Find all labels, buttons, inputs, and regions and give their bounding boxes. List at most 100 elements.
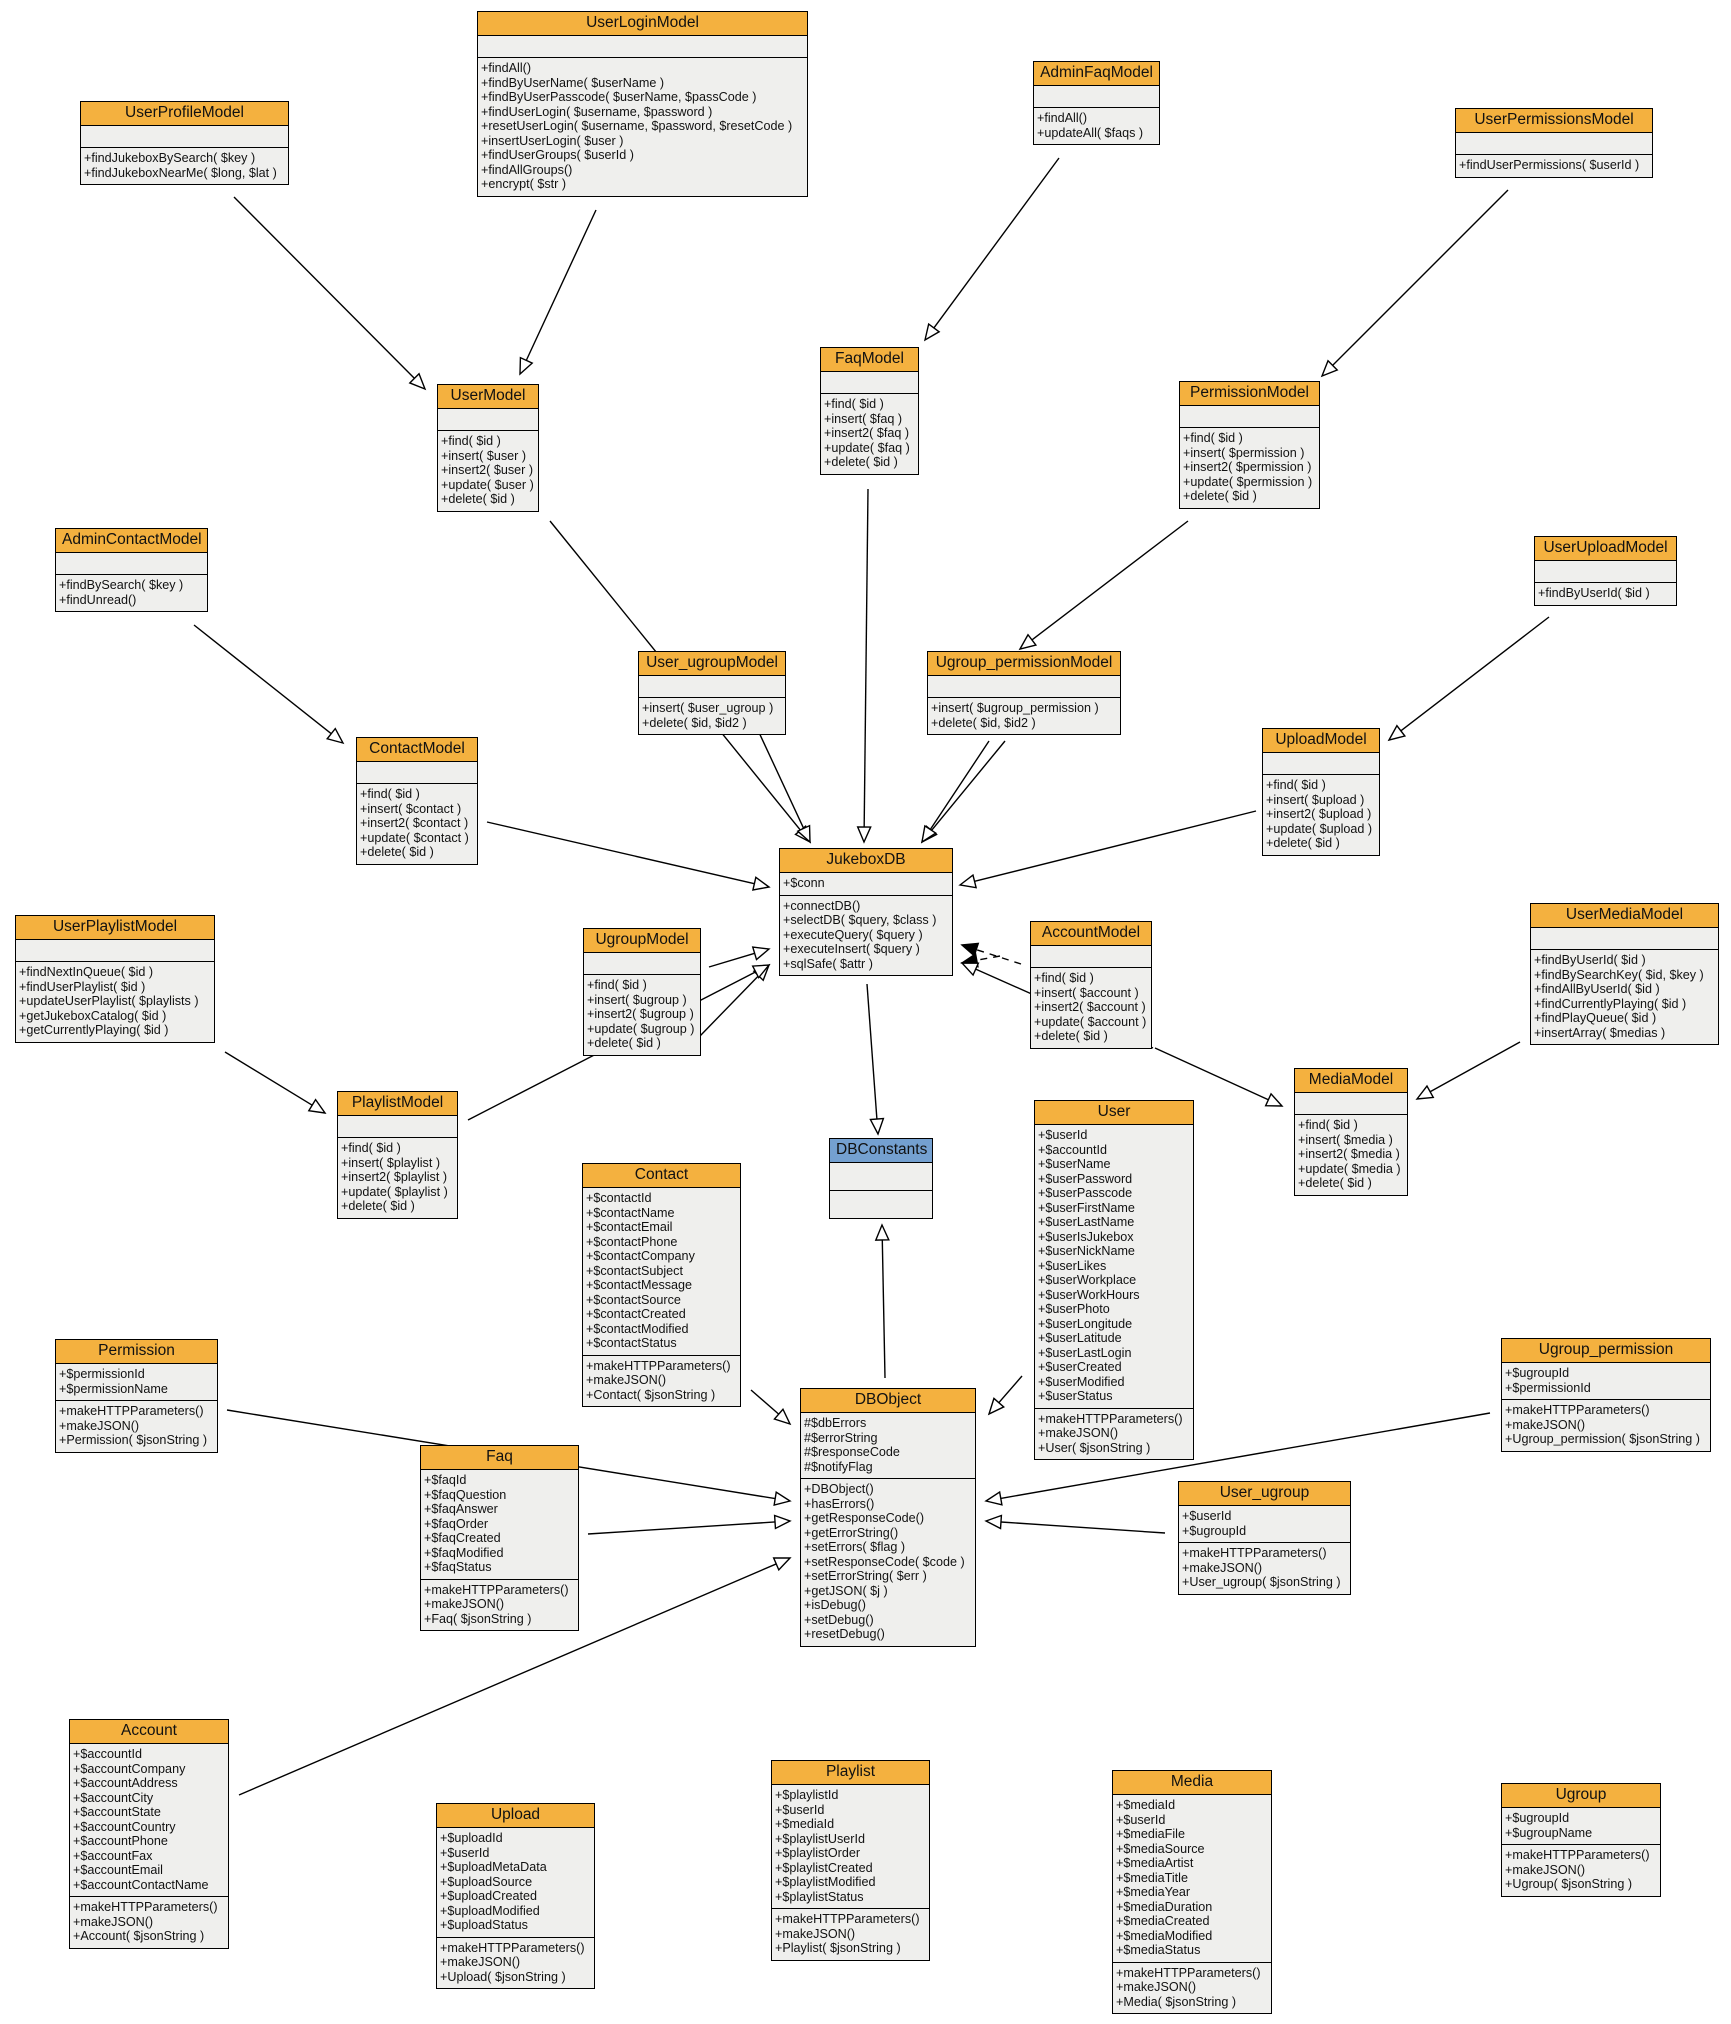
class-box-account: Account+$accountId+$accountCompany+$acco…: [69, 1719, 229, 1949]
attribute: +$userLastLogin: [1038, 1345, 1132, 1360]
class-box-user: User+$userId+$accountId+$userName+$userP…: [1034, 1100, 1194, 1460]
class-attributes: [16, 940, 214, 961]
method: +find( $id ): [587, 978, 647, 992]
method: +makeHTTPParameters(): [73, 1900, 218, 1914]
method: +resetUserLogin( $username, $password, $…: [481, 119, 793, 133]
method: +insert( $user_ugroup ): [642, 701, 774, 715]
attribute: +$userName: [1038, 1157, 1111, 1171]
method: +insert( $ugroup_permission ): [931, 701, 1099, 715]
class-title: Permission: [56, 1340, 217, 1364]
method: +selectDB( $query, $class ): [783, 913, 937, 927]
attribute: +$userWorkplace: [1038, 1273, 1137, 1287]
class-title: PlaylistModel: [338, 1092, 457, 1116]
class-box-mediamodel: MediaModel+find( $id )+insert( $media )+…: [1294, 1068, 1408, 1196]
class-methods: +makeHTTPParameters()+makeJSON()+Playlis…: [772, 1908, 929, 1960]
class-attributes: [1531, 928, 1718, 949]
class-box-ugroup-permission: Ugroup_permission+$ugroupId+$permissionI…: [1501, 1338, 1711, 1452]
method: +findNextInQueue( $id ): [19, 965, 154, 979]
attribute: +$playlistUserId: [775, 1831, 865, 1846]
method: +delete( $id ): [587, 1036, 661, 1050]
attribute: +$accountPhone: [73, 1834, 168, 1848]
method: +insert2( $media ): [1298, 1147, 1400, 1161]
method: +makeJSON(): [1182, 1560, 1263, 1575]
method: +update( $faq ): [824, 440, 910, 455]
class-attributes: +$mediaId+$userId+$mediaFile+$mediaSourc…: [1113, 1795, 1271, 1962]
attribute: +$mediaSource: [1116, 1841, 1205, 1856]
class-methods: +makeHTTPParameters()+makeJSON()+Upload(…: [437, 1936, 594, 1989]
attribute: +$ugroupId: [1505, 1366, 1570, 1380]
class-box-contact: Contact+$contactId+$contactName+$contact…: [582, 1163, 741, 1407]
attribute: +$userPhoto: [1038, 1302, 1110, 1316]
class-attributes: [821, 372, 918, 393]
class-attributes: +$uploadId+$userId+$uploadMetaData+$uplo…: [437, 1828, 594, 1937]
class-title: Account: [70, 1720, 228, 1744]
method: +makeJSON(): [73, 1914, 154, 1929]
attribute: +$userWorkHours: [1038, 1287, 1140, 1302]
class-box-userprofilemodel: UserProfileModel+findJukeboxBySearch( $k…: [80, 101, 289, 185]
class-box-media: Media+$mediaId+$userId+$mediaFile+$media…: [1112, 1770, 1272, 2014]
class-title: UserUploadModel: [1535, 537, 1676, 561]
class-title: User_ugroup: [1179, 1482, 1350, 1506]
class-title: JukeboxDB: [780, 849, 952, 873]
class-title: Faq: [421, 1446, 578, 1470]
class-box-userloginmodel: UserLoginModel+findAll()+findByUserName(…: [477, 11, 808, 197]
attribute: +$mediaFile: [1116, 1827, 1185, 1841]
method: +insert2( $permission ): [1183, 460, 1312, 474]
relation-contactmodel-to-jukeboxdb: [921, 740, 990, 844]
method: +insertArray( $medias ): [1534, 1025, 1666, 1040]
attribute: +$contactCompany: [586, 1249, 695, 1263]
class-box-user-ugroupmodel: User_ugroupModel+insert( $user_ugroup )+…: [638, 651, 786, 735]
attribute: +$uploadStatus: [440, 1918, 528, 1932]
class-methods: +insert( $user_ugroup )+delete( $id, $id…: [639, 697, 785, 734]
relation-playlist-to-dbobject: [984, 1412, 1491, 1506]
method: +update( $upload ): [1266, 821, 1373, 836]
method: +insert2( $ugroup ): [587, 1007, 694, 1021]
class-methods: +find( $id )+insert( $faq )+insert2( $fa…: [821, 393, 918, 474]
class-box-jukeboxdb: JukeboxDB+$conn+connectDB()+selectDB( $q…: [779, 848, 953, 976]
method: +makeHTTPParameters(): [1182, 1546, 1327, 1560]
class-title: UgroupModel: [584, 929, 700, 953]
attribute: +$permissionName: [59, 1381, 168, 1396]
attribute: +$permissionId: [1505, 1380, 1591, 1395]
class-attributes: [830, 1163, 932, 1190]
method: +makeHTTPParameters(): [440, 1940, 585, 1955]
class-methods: +makeHTTPParameters()+makeJSON()+Account…: [70, 1896, 228, 1948]
method: +delete( $id ): [1266, 836, 1340, 850]
class-attributes: +$faqId+$faqQuestion+$faqAnswer+$faqOrde…: [421, 1470, 578, 1579]
class-title: Playlist: [772, 1761, 929, 1785]
attribute: +$userCreated: [1038, 1360, 1122, 1374]
attribute: +$contactMessage: [586, 1278, 693, 1292]
attribute: +$uploadSource: [440, 1874, 533, 1889]
method: +hasErrors(): [804, 1496, 875, 1511]
method: +makeJSON(): [440, 1955, 521, 1969]
attribute: +$accountId: [1038, 1142, 1107, 1157]
class-title: UserPermissionsModel: [1456, 109, 1652, 133]
method: +makeJSON(): [59, 1418, 140, 1433]
class-box-userpermissionsmodel: UserPermissionsModel+findUserPermissions…: [1455, 108, 1653, 178]
method: +encrypt( $str ): [481, 177, 567, 191]
method: +insert( $media ): [1298, 1132, 1393, 1147]
class-title: DBObject: [801, 1389, 975, 1413]
attribute: +$mediaYear: [1116, 1885, 1191, 1899]
relation-userplaylistmodel-to-playlistmodel: [224, 1051, 327, 1114]
class-title: UploadModel: [1263, 729, 1379, 753]
method: +insert( $playlist ): [341, 1155, 441, 1170]
relation-ugroup-to-dbobject: [238, 1557, 792, 1796]
class-methods: +find( $id )+insert( $playlist )+insert2…: [338, 1137, 457, 1218]
method: +findJukeboxNearMe( $long, $lat ): [84, 165, 277, 180]
attribute: +$playlistModified: [775, 1875, 876, 1889]
class-methods: +findJukeboxBySearch( $key )+findJukebox…: [81, 147, 288, 184]
relation-ugroupmodel-to-jukeboxdb: [958, 810, 1257, 889]
class-box-ugroup-permissionmodel: Ugroup_permissionModel+insert( $ugroup_p…: [927, 651, 1121, 735]
attribute: +$playlistStatus: [775, 1889, 864, 1904]
class-attributes: [438, 409, 538, 430]
attribute: +$accountAddress: [73, 1776, 178, 1790]
class-title: AccountModel: [1031, 922, 1151, 946]
method: +makeHTTPParameters(): [1505, 1848, 1650, 1862]
attribute: +$ugroupName: [1505, 1825, 1593, 1840]
attribute: +$mediaId: [775, 1817, 835, 1831]
attribute: +$contactEmail: [586, 1220, 673, 1234]
method: +makeHTTPParameters(): [775, 1912, 920, 1926]
method: +find( $id ): [1183, 431, 1243, 445]
class-box-ugroup: Ugroup+$ugroupId+$ugroupName+makeHTTPPar…: [1501, 1783, 1661, 1897]
